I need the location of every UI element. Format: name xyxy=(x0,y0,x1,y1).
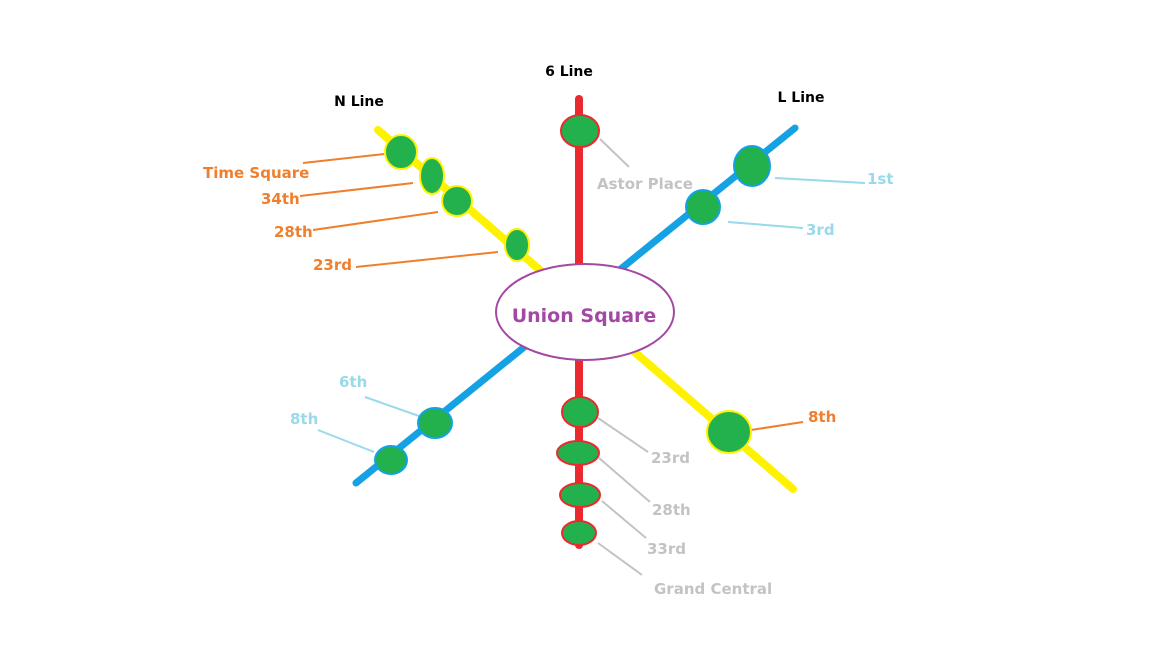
station-34th-n[interactable] xyxy=(419,157,445,195)
station-grand-central[interactable] xyxy=(561,520,597,546)
union-square-hub[interactable] xyxy=(495,263,675,361)
station-time-square[interactable] xyxy=(384,134,418,170)
l-line-labels: 1st 3rd 6th 8th xyxy=(290,170,894,428)
station-8th-n[interactable] xyxy=(706,410,752,454)
station-23rd-six[interactable] xyxy=(561,396,599,428)
station-28th-six[interactable] xyxy=(556,440,600,466)
label-3rd-l: 3rd xyxy=(806,221,835,239)
n-line-leaders xyxy=(299,153,804,431)
label-time-square: Time Square xyxy=(203,164,309,182)
station-astor-place[interactable] xyxy=(560,114,600,148)
six-line-leaders xyxy=(597,138,651,576)
label-34th-n: 34th xyxy=(261,190,300,208)
label-8th-n: 8th xyxy=(808,408,836,426)
station-8th-l[interactable] xyxy=(374,445,408,475)
l-line-title: L Line xyxy=(778,90,825,106)
label-astor-place: Astor Place xyxy=(597,175,693,193)
l-line-leaders xyxy=(317,177,866,453)
hub-label: Union Square xyxy=(512,305,657,327)
l-line-stations xyxy=(374,145,771,475)
six-line-labels: Astor Place 23rd 28th 33rd Grand Central xyxy=(597,175,772,598)
six-line-stations xyxy=(556,114,601,546)
n-line-labels: Time Square 34th 28th 23rd 8th xyxy=(203,164,836,426)
label-6th-l: 6th xyxy=(339,373,367,391)
label-28th-n: 28th xyxy=(274,223,313,241)
label-28th-six: 28th xyxy=(652,501,691,519)
station-33rd-six[interactable] xyxy=(559,482,601,508)
station-23rd-n[interactable] xyxy=(504,228,530,262)
station-28th-n[interactable] xyxy=(441,185,473,217)
label-grand-central: Grand Central xyxy=(654,580,772,598)
label-23rd-n: 23rd xyxy=(313,256,352,274)
label-8th-l: 8th xyxy=(290,410,318,428)
station-3rd-l[interactable] xyxy=(685,189,721,225)
n-line-stations xyxy=(384,134,752,454)
station-6th-l[interactable] xyxy=(417,407,453,439)
n-line-title: N Line xyxy=(334,94,384,110)
label-1st-l: 1st xyxy=(867,170,894,188)
label-33rd-six: 33rd xyxy=(647,540,686,558)
station-1st-l[interactable] xyxy=(733,145,771,187)
six-line-title: 6 Line xyxy=(545,64,593,80)
label-23rd-six: 23rd xyxy=(651,449,690,467)
